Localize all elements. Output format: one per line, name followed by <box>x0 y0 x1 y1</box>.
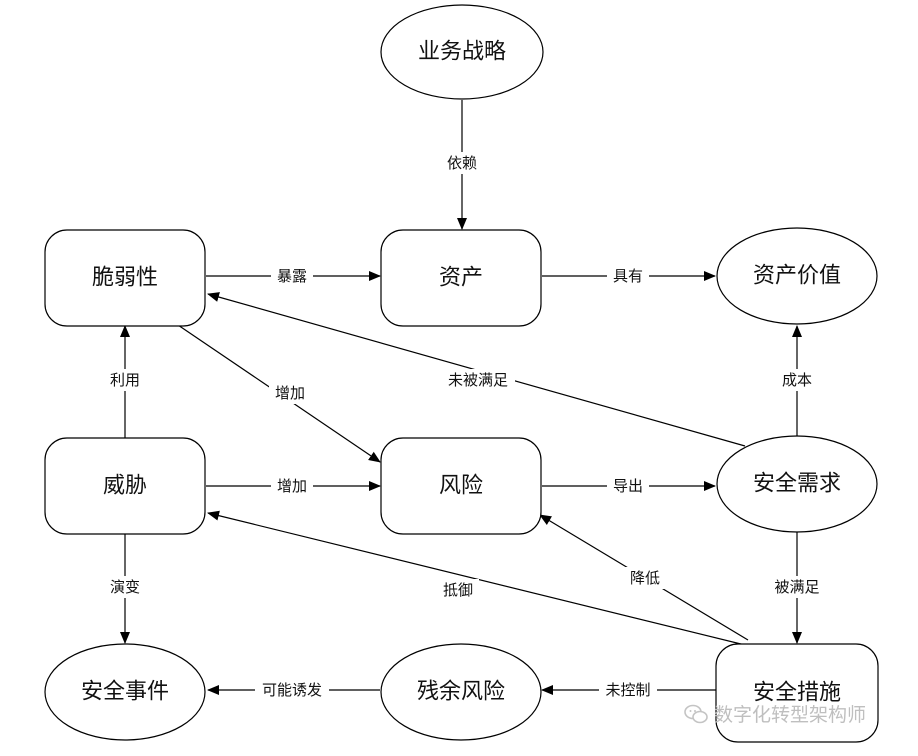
edge-label-background <box>624 567 666 589</box>
edge-label-background <box>255 679 329 701</box>
node-label: 业务战略 <box>418 40 506 65</box>
edge-label-background <box>441 369 515 391</box>
edge-label-background <box>607 265 649 287</box>
edge-label-background <box>599 679 657 701</box>
node-label: 风险 <box>439 474 483 499</box>
edge-label: 被满足 <box>774 578 819 596</box>
node-asset-value: 资产价值 <box>716 227 878 325</box>
node-shape <box>380 4 544 100</box>
node-residual-risk: 残余风险 <box>380 643 542 741</box>
edge-label: 成本 <box>782 371 812 389</box>
wechat-icon <box>684 704 708 723</box>
node-shape <box>380 643 542 741</box>
edge-label: 未被满足 <box>448 371 508 389</box>
node-security-requirement: 安全需求 <box>716 435 878 533</box>
edge-label-background <box>607 475 649 497</box>
node-label: 安全措施 <box>753 681 841 706</box>
edge-label: 利用 <box>110 371 140 389</box>
node-security-measure: 安全措施 <box>715 643 879 743</box>
node-shape <box>715 643 879 743</box>
edge-label: 抵御 <box>443 581 473 599</box>
edge-label-background <box>104 576 146 598</box>
node-vulnerability: 脆弱性 <box>44 229 206 327</box>
node-label: 资产价值 <box>753 264 841 289</box>
node-threat: 威胁 <box>44 437 206 535</box>
node-shape <box>380 437 542 535</box>
node-asset: 资产 <box>380 229 542 327</box>
node-shape <box>44 229 206 327</box>
node-shape <box>44 643 206 741</box>
edge-label: 导出 <box>613 477 643 495</box>
node-shape <box>380 229 542 327</box>
node-label: 资产 <box>439 266 483 291</box>
edge-label-background <box>437 579 479 601</box>
node-label: 脆弱性 <box>92 266 158 291</box>
edge-label-background <box>271 265 313 287</box>
watermark: 数字化转型架构师 <box>684 700 866 727</box>
node-label: 安全需求 <box>753 472 841 497</box>
edge-label: 增加 <box>275 384 305 402</box>
edge-label-background <box>104 369 146 391</box>
edge-label-background <box>776 369 818 391</box>
edge-label: 演变 <box>110 578 140 596</box>
watermark-text: 数字化转型架构师 <box>714 704 867 726</box>
node-shape <box>44 437 206 535</box>
edge-label-background <box>271 475 313 497</box>
node-label: 安全事件 <box>81 680 169 705</box>
edge-label-background <box>768 576 826 598</box>
edge-label: 暴露 <box>277 267 307 285</box>
edge-label: 降低 <box>630 569 660 587</box>
node-risk: 风险 <box>380 437 542 535</box>
edge-label: 可能诱发 <box>262 681 322 699</box>
node-label: 残余风险 <box>417 680 505 705</box>
node-label: 威胁 <box>103 474 147 499</box>
node-shape <box>716 227 878 325</box>
node-shape <box>716 435 878 533</box>
edge-label-background <box>269 382 311 404</box>
node-business-strategy: 业务战略 <box>380 4 544 100</box>
edge-label: 具有 <box>613 267 643 285</box>
node-security-incident: 安全事件 <box>44 643 206 741</box>
edge-label: 依赖 <box>447 154 477 172</box>
edge-label: 增加 <box>277 477 307 495</box>
edge-label-background <box>441 152 483 174</box>
edge-label: 未控制 <box>605 681 650 699</box>
